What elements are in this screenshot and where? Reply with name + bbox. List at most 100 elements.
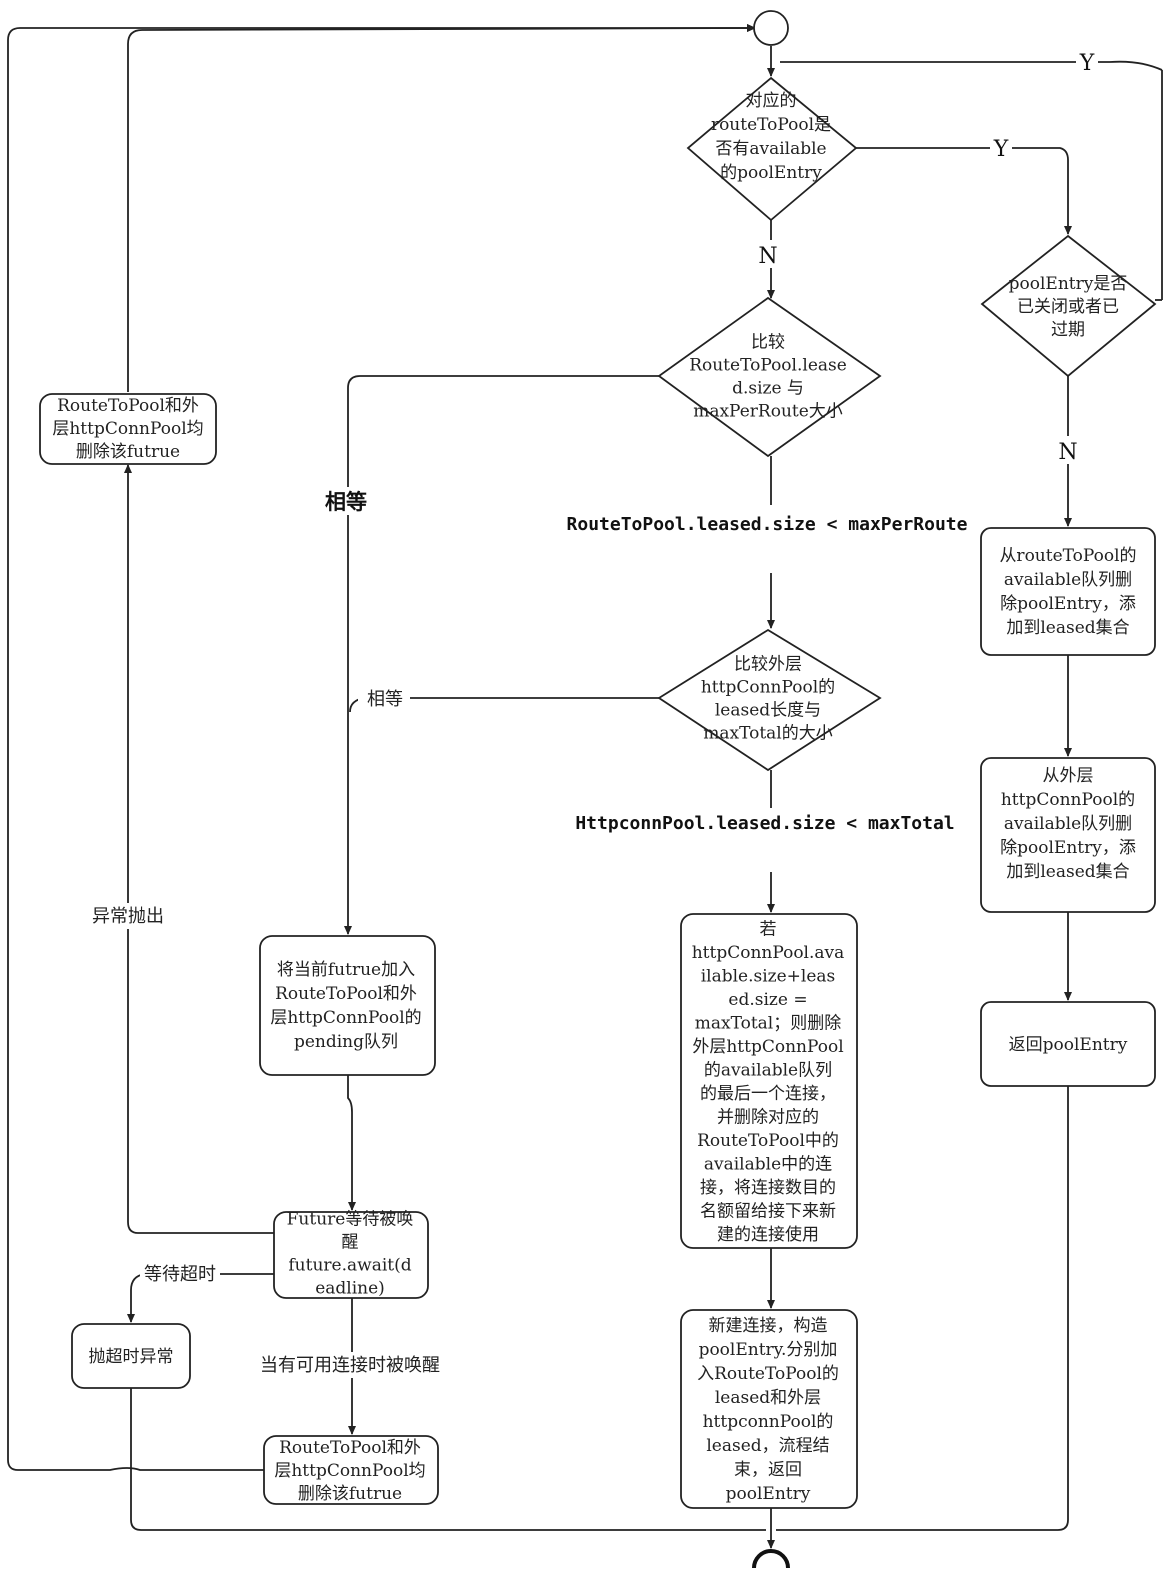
node-text-line: 对应的: [746, 91, 797, 111]
node-text-line: ilable.size+leas: [701, 966, 836, 986]
decision-compare-total: [657, 628, 882, 772]
node-text-line: RouteToPool中的: [697, 1131, 839, 1151]
node-text-line: RouteToPool和外: [279, 1438, 421, 1458]
node-text-line: 外层httpConnPool: [692, 1037, 843, 1057]
node-text-line: httpconnPool的: [703, 1412, 834, 1432]
node-text-line: maxTotal的大小: [703, 724, 833, 744]
box-timeout-exception: [71, 1323, 191, 1389]
node-text-line: available中的连: [704, 1154, 832, 1174]
decision-check-closed: [980, 234, 1157, 378]
label-wait-timeout: 等待超时: [144, 1264, 216, 1285]
node-text-line: 将当前futrue加入: [277, 960, 415, 980]
node-text-line: poolEntry.分别加: [699, 1340, 838, 1360]
text-return-entry: 返回poolEntry: [1009, 1035, 1128, 1055]
node-text-line: 比较外层: [734, 655, 802, 675]
node-text-line: 的最后一个连接，: [700, 1084, 836, 1104]
text-timeout-exception: 抛超时异常: [89, 1347, 174, 1367]
node-text-line: 删除该futrue: [76, 442, 180, 462]
text-remove-from-route: 从routeToPool的available队列删除poolEntry，添加到l…: [999, 546, 1136, 638]
label-exception-thrown: 异常抛出: [92, 906, 164, 927]
node-text-line: 接，将连接数目的: [700, 1178, 836, 1198]
node-text-line: ed.size =: [728, 990, 807, 1010]
node-text-line: 建的连接使用: [717, 1224, 819, 1245]
box-delete-last: [680, 913, 858, 1249]
edge-left-loop: [127, 24, 756, 392]
node-text-line: 醒: [342, 1233, 359, 1253]
node-text-line: RouteToPool和外: [57, 396, 199, 416]
node-text-line: 新建连接，构造: [709, 1316, 828, 1336]
node-text-line: 从外层: [1043, 766, 1094, 786]
label-woken-available: 当有可用连接时被唤醒: [260, 1355, 440, 1376]
node-text-line: leased长度与: [715, 701, 821, 721]
end-node: [752, 1549, 790, 1569]
node-text-line: 层httpConnPool的: [270, 1008, 421, 1028]
node-text-line: 的available队列: [704, 1060, 832, 1080]
node-text-line: 否有available: [715, 139, 826, 159]
box-return-entry: [980, 1001, 1156, 1087]
box-await-future: [273, 1211, 429, 1299]
label-yes-mid: Y: [993, 137, 1009, 162]
text-compare-route: 比较 RouteToPool.lease d.size 与 maxPerRoute大小: [689, 333, 847, 422]
node-text-line: available队列删: [1004, 814, 1132, 834]
node-text-line: 已关闭或者已: [1017, 297, 1119, 317]
label-no-closed: N: [1058, 440, 1077, 465]
node-text-line: 比较: [751, 333, 785, 353]
node-text-line: RouteToPool.lease: [689, 356, 847, 376]
edge-yes-top-loop: [780, 60, 1163, 71]
node-text-line: 的poolEntry: [720, 163, 822, 183]
box-remove-from-route: [980, 527, 1156, 656]
label-equal-total: 相等: [367, 689, 403, 710]
node-text-line: 加到leased集合: [1006, 862, 1129, 882]
node-text-line: 并删除对应的: [717, 1107, 819, 1127]
edge-pending-to-await: [347, 1075, 356, 1211]
node-text-line: leased，流程结: [706, 1436, 829, 1456]
node-text-line: maxPerRoute大小: [693, 402, 843, 422]
node-text-line: 若: [760, 919, 777, 939]
label-route-less: RouteToPool.leased.size < maxPerRoute: [567, 514, 968, 535]
node-text-line: 除poolEntry，添: [1000, 838, 1136, 858]
text-delete-last: 若 httpConnPool.ava ilable.size+leas ed.size…: [692, 919, 845, 1245]
edge-route-equal: [344, 375, 659, 935]
start-node: [753, 10, 789, 46]
node-text-line: httpConnPool的: [701, 678, 835, 698]
box-add-pending: [259, 935, 436, 1076]
node-text-line: 名额留给接下来新: [700, 1201, 836, 1221]
box-remove-future-left: [39, 393, 217, 465]
node-text-line: routeToPool是: [711, 115, 831, 135]
decision-check-available: [686, 76, 858, 222]
node-text-line: RouteToPool和外: [275, 984, 417, 1004]
node-text-line: 除poolEntry，添: [1000, 594, 1136, 614]
decision-compare-route: [657, 296, 882, 458]
edge-available-yes: [856, 147, 1072, 235]
node-text-line: d.size 与: [732, 379, 804, 399]
node-text-line: 抛超时异常: [89, 1347, 174, 1367]
node-text-line: poolEntry: [726, 1484, 811, 1504]
box-remove-from-outer: [980, 757, 1156, 913]
node-text-line: 入RouteToPool的: [697, 1364, 839, 1384]
label-equal-route: 相等: [325, 490, 367, 514]
node-text-line: Future等待被唤: [287, 1210, 414, 1230]
node-text-line: httpConnPool.ava: [692, 943, 845, 963]
text-remove-from-outer: 从外层 httpConnPool的 available队列删除poolEntry，添…: [1000, 766, 1136, 882]
node-text-line: eadline): [315, 1279, 385, 1299]
node-text-line: 束，返回: [734, 1460, 802, 1480]
box-create-new: [680, 1309, 858, 1509]
node-text-line: httpConnPool的: [1001, 790, 1135, 810]
node-text-line: 层httpConnPool均: [52, 419, 203, 439]
edge-await-exception: [124, 464, 276, 1234]
node-text-line: leased和外层: [715, 1388, 821, 1408]
label-no-available: N: [758, 244, 777, 269]
node-text-line: 层httpConnPool均: [274, 1461, 425, 1481]
label-yes-top: Y: [1079, 51, 1095, 76]
node-text-line: 过期: [1051, 320, 1085, 340]
node-text-line: 删除该futrue: [298, 1484, 402, 1504]
edge-timeout-to-end: [130, 1388, 766, 1531]
node-text-line: future.await(d: [288, 1256, 411, 1276]
node-text-line: 从routeToPool的: [999, 546, 1136, 566]
